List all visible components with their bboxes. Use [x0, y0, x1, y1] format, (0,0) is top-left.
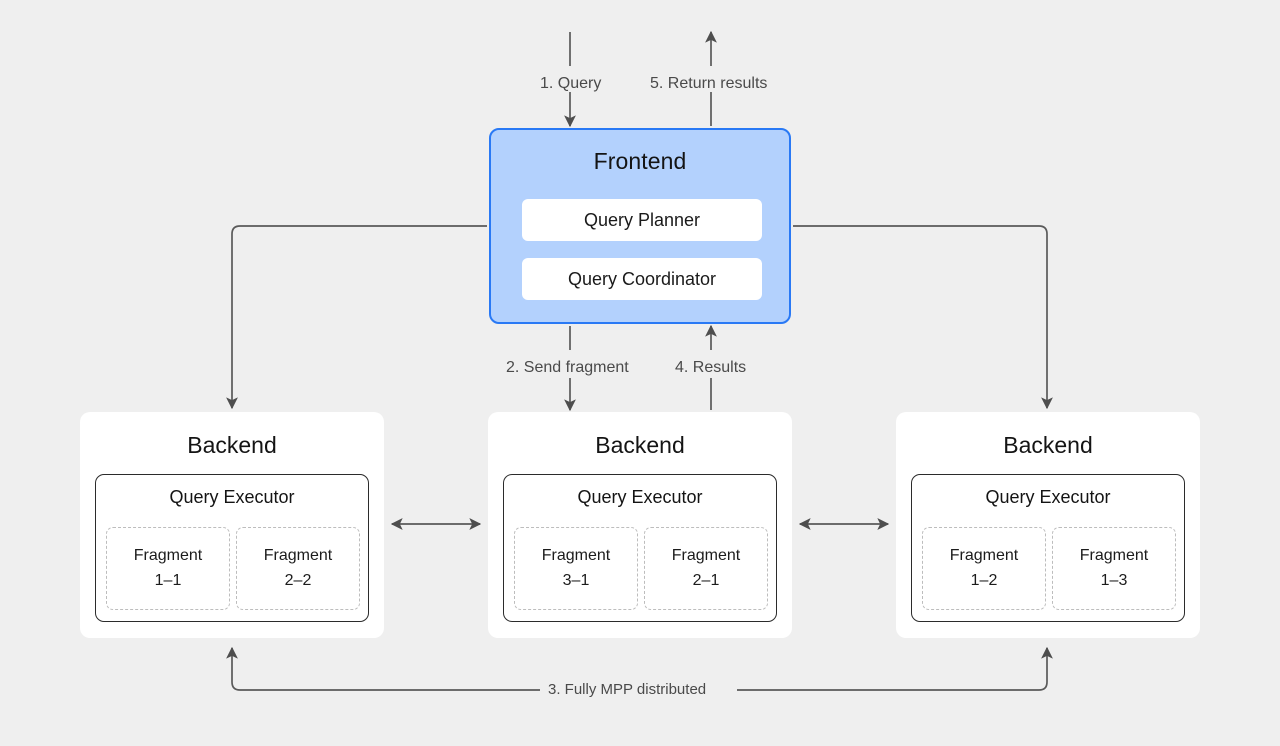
edge-label-results: 4. Results: [675, 359, 747, 376]
frontend-title: Frontend: [593, 148, 687, 174]
edge-mpp-right: [737, 646, 1053, 691]
backend-node-3[interactable]: Backend Query Executor Fragment 1–2 Frag…: [896, 412, 1200, 638]
fragment-box[interactable]: Fragment 1–3: [1052, 527, 1176, 610]
query-planner-box[interactable]: Query Planner: [522, 199, 762, 241]
fragment-id: 3–1: [562, 571, 590, 589]
fragment-name: Fragment: [671, 546, 741, 564]
fragment-box[interactable]: Fragment 1–1: [106, 527, 230, 610]
query-executor-label: Query Executor: [169, 487, 295, 507]
fragment-box[interactable]: Fragment 2–2: [236, 527, 360, 610]
query-executor-box[interactable]: Query Executor Fragment 1–1 Fragment 2–2: [95, 474, 369, 622]
fragments-row: Fragment 1–1 Fragment 2–2: [106, 527, 360, 610]
query-executor-box[interactable]: Query Executor Fragment 1–2 Fragment 1–3: [911, 474, 1185, 622]
fragment-id: 2–2: [284, 571, 312, 589]
fragment-box[interactable]: Fragment 2–1: [644, 527, 768, 610]
fragment-name: Fragment: [541, 546, 611, 564]
fragment-box[interactable]: Fragment 1–2: [922, 527, 1046, 610]
backend-title: Backend: [595, 432, 685, 458]
query-executor-label: Query Executor: [577, 487, 703, 507]
fragment-id: 1–2: [970, 571, 998, 589]
backend-title: Backend: [187, 432, 277, 458]
fragment-name: Fragment: [133, 546, 203, 564]
query-executor-box[interactable]: Query Executor Fragment 3–1 Fragment 2–1: [503, 474, 777, 622]
query-coordinator-label: Query Coordinator: [567, 268, 717, 289]
fragment-name: Fragment: [949, 546, 1019, 564]
query-executor-label: Query Executor: [985, 487, 1111, 507]
fragment-name: Fragment: [1079, 546, 1149, 564]
query-coordinator-box[interactable]: Query Coordinator: [522, 258, 762, 300]
edge-label-mpp-distributed: 3. Fully MPP distributed: [548, 681, 707, 698]
frontend-node[interactable]: Frontend Query Planner Query Coordinator: [489, 128, 791, 324]
backend-node-2[interactable]: Backend Query Executor Fragment 3–1 Frag…: [488, 412, 792, 638]
fragment-box[interactable]: Fragment 3–1: [514, 527, 638, 610]
edge-mpp-left: [226, 646, 540, 691]
fragment-name: Fragment: [263, 546, 333, 564]
edge-label-return-results: 5. Return results: [650, 75, 768, 92]
edge-frontend-to-left-backend: [226, 225, 487, 410]
fragments-row: Fragment 1–2 Fragment 1–3: [922, 527, 1176, 610]
query-planner-label: Query Planner: [583, 209, 701, 230]
fragment-id: 1–1: [154, 571, 182, 589]
edge-frontend-to-right-backend: [793, 225, 1053, 410]
fragments-row: Fragment 3–1 Fragment 2–1: [514, 527, 768, 610]
backend-title: Backend: [1003, 432, 1093, 458]
fragment-id: 1–3: [1100, 571, 1128, 589]
edge-label-query: 1. Query: [540, 75, 602, 92]
edge-label-send-fragment: 2. Send fragment: [506, 359, 629, 376]
backend-node-1[interactable]: Backend Query Executor Fragment 1–1 Frag…: [80, 412, 384, 638]
fragment-id: 2–1: [692, 571, 720, 589]
